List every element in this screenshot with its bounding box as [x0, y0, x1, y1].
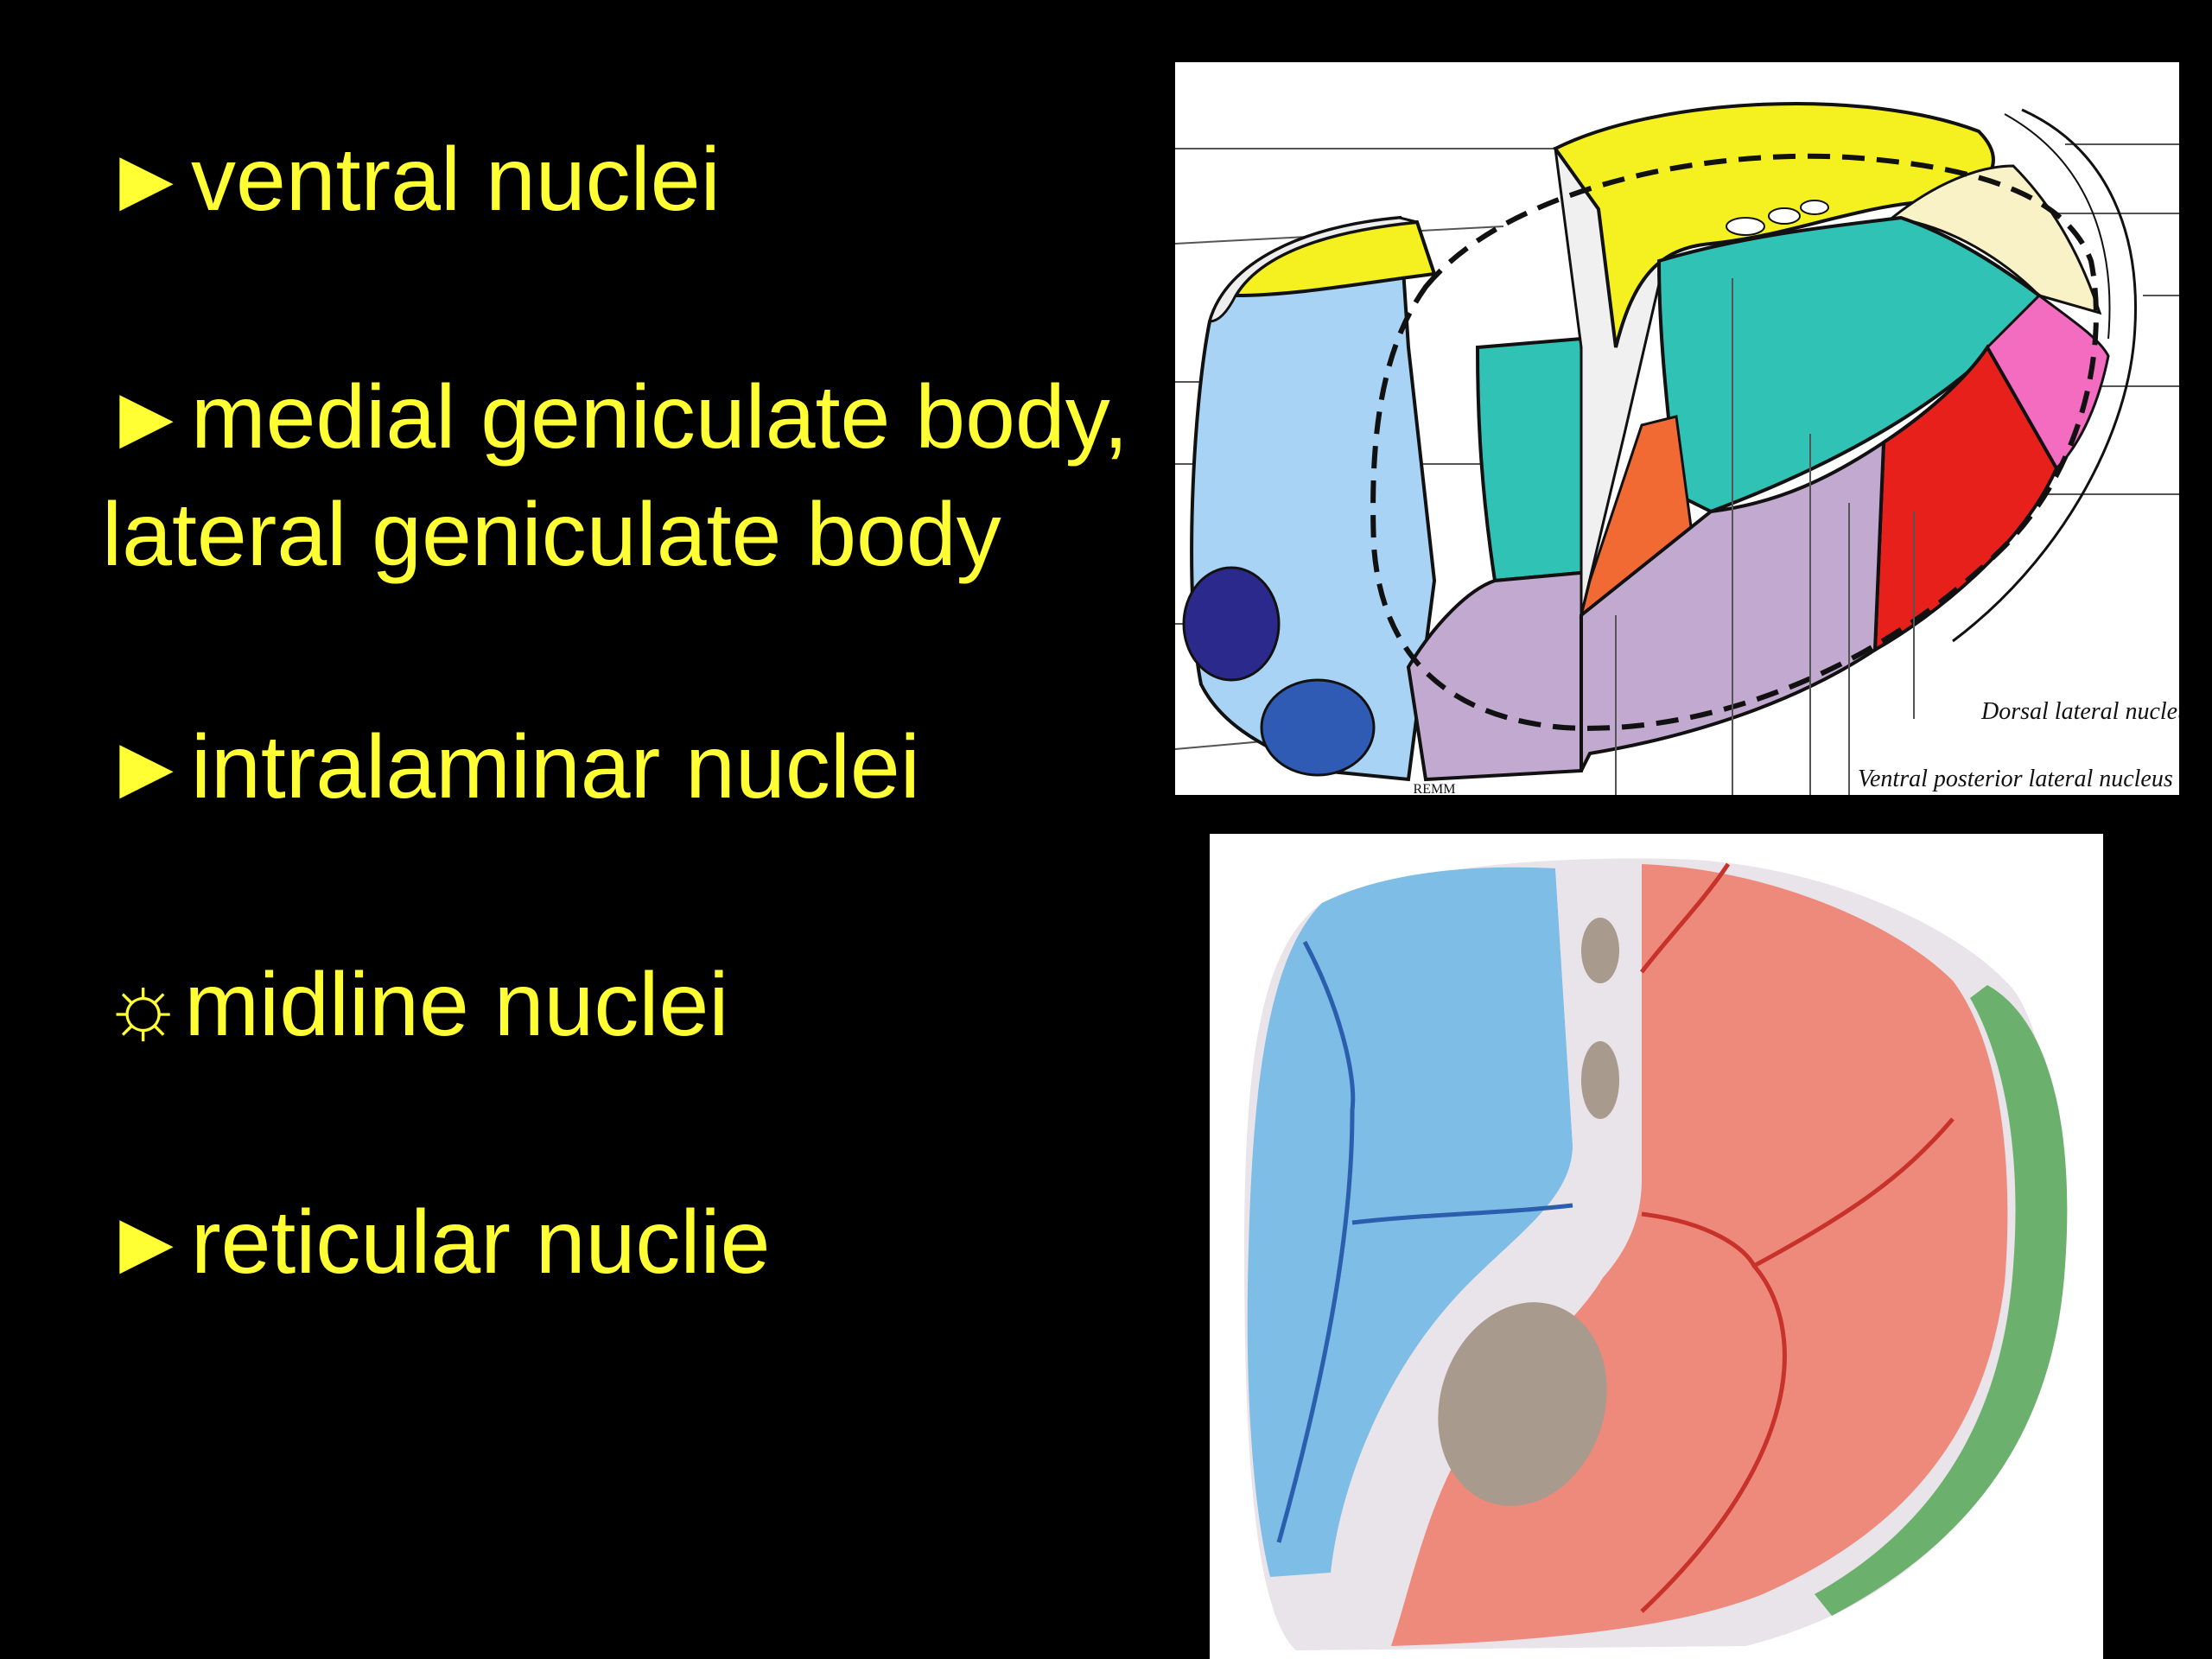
bullet-geniculate-bodies: ►medial geniculate body,lateral genicula… [102, 359, 1128, 594]
bullet-text: midline nuclei [184, 955, 729, 1055]
bullet-intralaminar-nuclei: ►intralaminar nuclei [102, 709, 920, 826]
bullet-ventral-nuclei: ►ventral nuclei [102, 121, 721, 238]
bullet-text: medial geniculate body, [190, 367, 1128, 467]
bullet-line-continued: lateral geniculate body [102, 485, 1001, 585]
bullet-text: reticular nuclie [190, 1192, 771, 1293]
label-ventral-posterior-lateral-nucleus: Ventral posterior lateral nucleus [1858, 766, 2173, 792]
arrow-bullet-icon: ► [102, 367, 191, 467]
bullet-text: intralaminar nuclei [190, 717, 920, 817]
thalamus-3d-svg: Dorsal lateral nucleus Ventral posterior… [1175, 62, 2179, 795]
label-dorsal-lateral-nucleus: Dorsal lateral nucleus [1980, 698, 2179, 725]
artist-signature: REMM [1414, 782, 1456, 795]
bullet-line: ►medial geniculate body, [102, 359, 1128, 476]
sun-bullet-icon: ☼ [102, 955, 185, 1055]
arrow-bullet-icon: ► [102, 130, 191, 230]
bullet-text: ventral nuclei [190, 130, 721, 230]
bullet-reticular-nuclei: ►reticular nuclie [102, 1184, 770, 1301]
bullet-midline-nuclei: ☼midline nuclei [102, 946, 728, 1064]
thalamus-section-diagram [1210, 834, 2103, 1659]
thalamus-3d-diagram: Dorsal lateral nucleus Ventral posterior… [1175, 62, 2179, 795]
arrow-bullet-icon: ► [102, 1192, 191, 1293]
arrow-bullet-icon: ► [102, 717, 191, 817]
thalamus-section-svg [1210, 834, 2103, 1659]
